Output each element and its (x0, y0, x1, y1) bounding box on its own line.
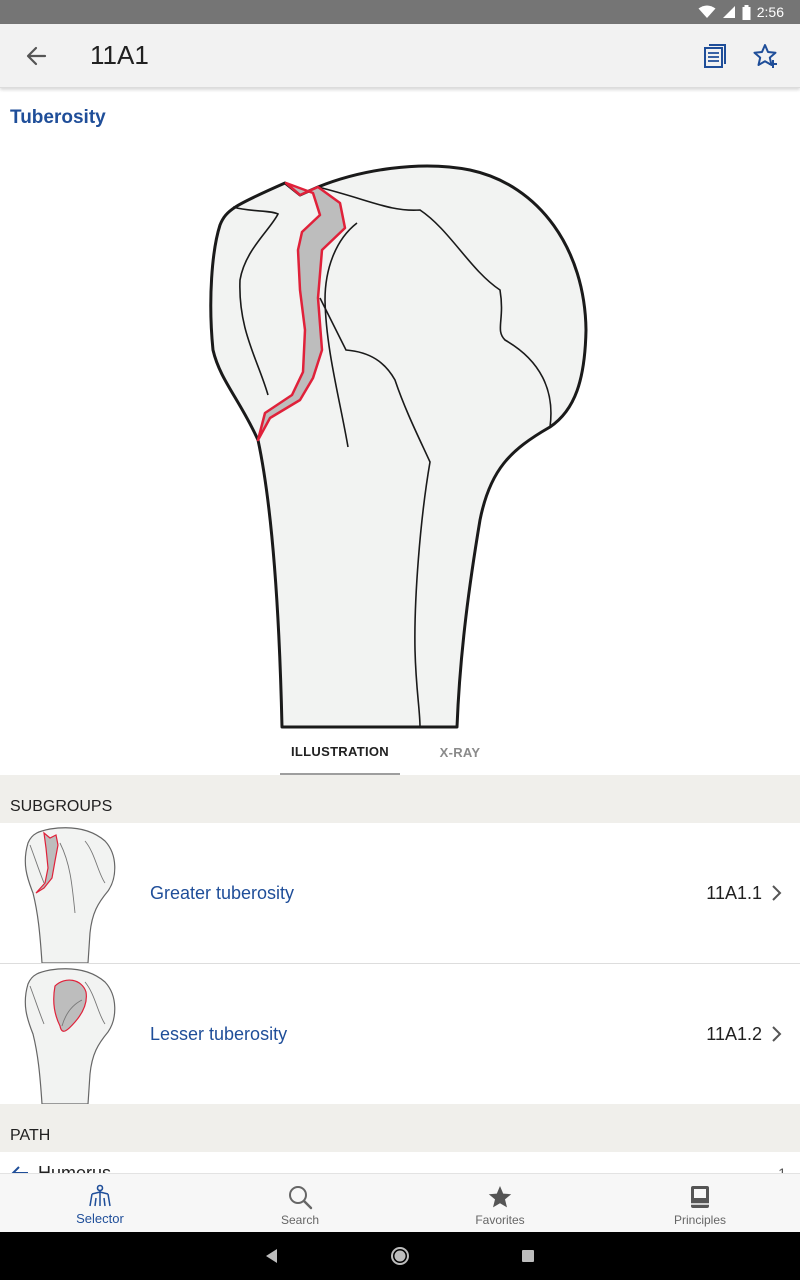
subgroup-row-lesser-tuberosity[interactable]: Lesser tuberosity 11A1.2 (0, 964, 800, 1104)
row-divider (0, 963, 800, 964)
subgroup-row-greater-tuberosity[interactable]: Greater tuberosity 11A1.1 (0, 823, 800, 963)
triangle-back-icon (266, 1249, 277, 1263)
star-icon (488, 1185, 512, 1207)
notes-icon (704, 43, 726, 68)
back-button[interactable] (0, 24, 72, 88)
system-home-button[interactable] (336, 1232, 464, 1280)
notes-button[interactable] (688, 24, 740, 88)
nav-label: Principles (673, 1212, 727, 1227)
chevron-right-icon (770, 884, 800, 902)
arrow-back-icon (26, 46, 47, 65)
square-recents-icon (522, 1250, 534, 1262)
lesser-tuberosity-thumbnail (24, 968, 116, 1104)
nav-principles[interactable]: Principles (600, 1174, 800, 1232)
subgroup-label: Greater tuberosity (150, 882, 295, 903)
greater-tuberosity-thumbnail (24, 827, 116, 963)
status-time: 2:56 (756, 4, 784, 20)
path-row-humerus[interactable]: Humerus 1 (0, 1153, 800, 1173)
app-bar: 11A1 (0, 24, 800, 88)
nav-search[interactable]: Search (200, 1174, 400, 1232)
battery-icon (742, 4, 751, 20)
status-bar: 2:56 (0, 0, 800, 24)
subgroup-code: 11A1.1 (706, 882, 762, 903)
path-label: Humerus (38, 1162, 112, 1174)
nav-selector[interactable]: Selector (0, 1174, 200, 1232)
circle-home-icon (391, 1247, 409, 1265)
page-title: 11A1 (90, 40, 149, 70)
subgroup-label: Lesser tuberosity (150, 1023, 288, 1044)
arrow-back-icon (11, 1166, 28, 1173)
content-area[interactable]: Tuberosity ILLUSTRATION X-RAY SUBGROUPS … (0, 89, 800, 1173)
subgroups-header: SUBGROUPS (0, 775, 800, 823)
system-recents-button[interactable] (464, 1232, 592, 1280)
signal-icon (722, 6, 735, 18)
nav-label: Selector (76, 1211, 124, 1226)
nav-label: Favorites (475, 1212, 525, 1227)
view-tabs: ILLUSTRATION X-RAY (0, 729, 800, 775)
fracture-illustration (209, 164, 588, 729)
tab-xray[interactable]: X-RAY (439, 744, 481, 760)
wifi-icon (698, 5, 716, 18)
system-navigation-bar (0, 1232, 800, 1280)
path-count: 1 (778, 1165, 786, 1173)
star-add-icon (753, 43, 777, 68)
nav-favorites[interactable]: Favorites (400, 1174, 600, 1232)
selector-icon (89, 1184, 111, 1207)
search-icon (289, 1185, 313, 1209)
book-icon (691, 1185, 709, 1208)
subgroup-code: 11A1.2 (706, 1023, 762, 1044)
tab-illustration[interactable]: ILLUSTRATION (280, 729, 400, 775)
add-favorite-button[interactable] (740, 24, 792, 88)
chevron-right-icon (770, 1025, 800, 1043)
path-header: PATH (0, 1104, 800, 1152)
system-back-button[interactable] (208, 1232, 336, 1280)
bottom-navigation: Selector Search Favorites Principles (0, 1173, 800, 1232)
section-heading: Tuberosity (10, 107, 106, 128)
nav-label: Search (280, 1212, 320, 1227)
